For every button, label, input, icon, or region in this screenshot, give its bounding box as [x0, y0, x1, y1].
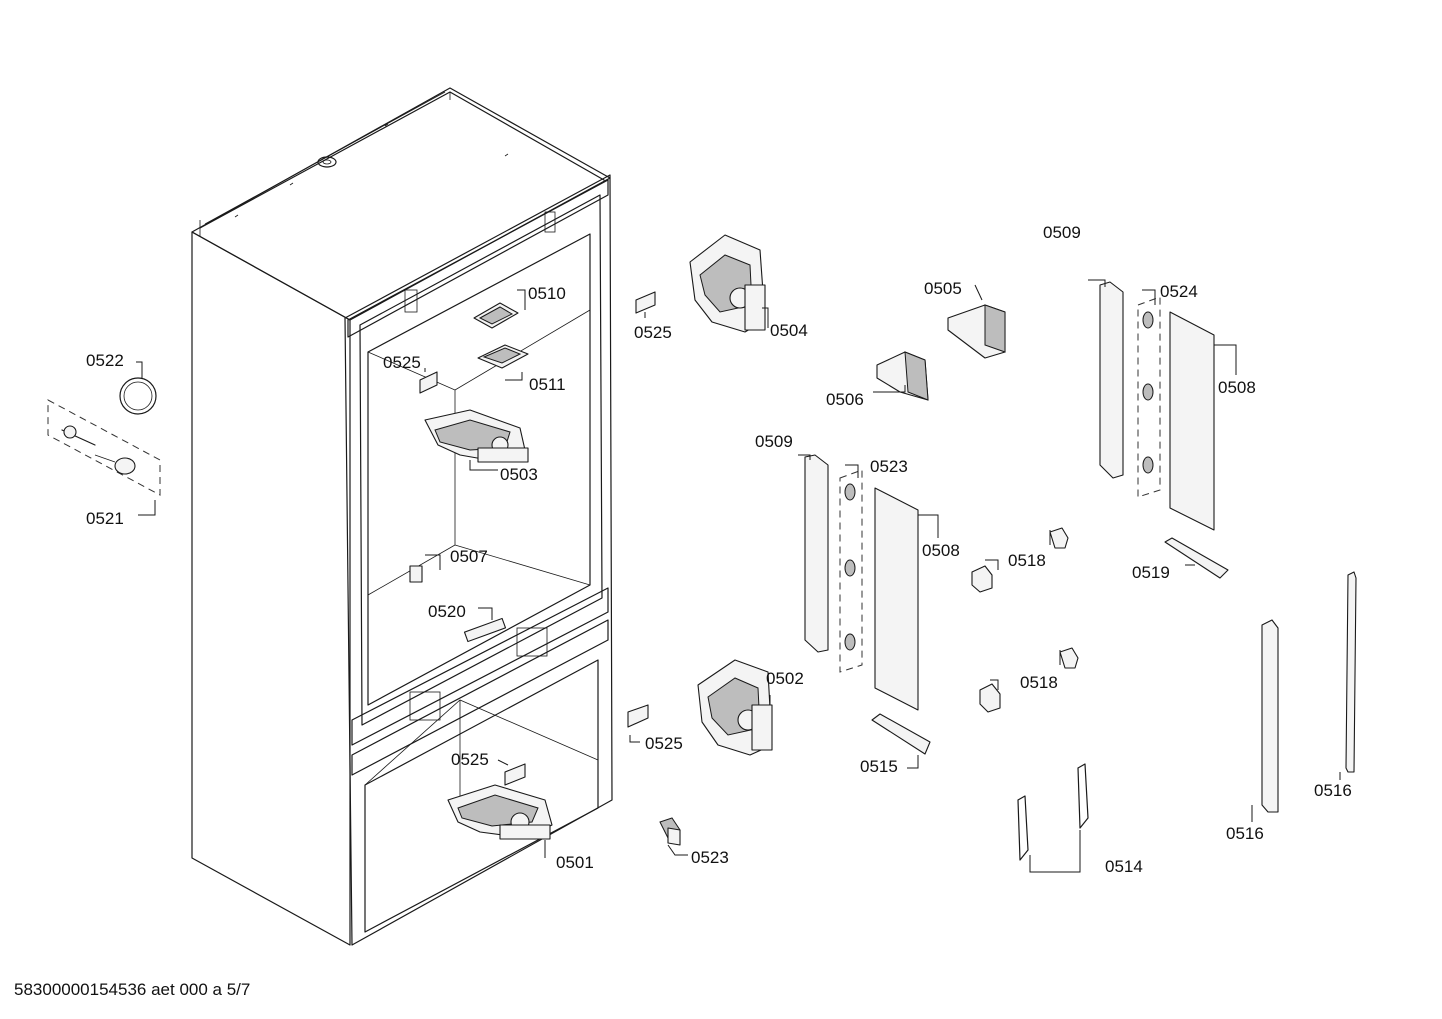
- label-0523-a: 0523: [870, 457, 908, 476]
- label-0516-a: 0516: [1226, 824, 1264, 843]
- label-0522: 0522: [86, 351, 124, 370]
- label-0525-b: 0525: [634, 323, 672, 342]
- hinge-lower-door: [697, 659, 773, 756]
- label-0509-a: 0509: [755, 432, 793, 451]
- label-0519: 0519: [1132, 563, 1170, 582]
- label-0505: 0505: [924, 279, 962, 298]
- hinge-lower-inner: [447, 784, 553, 840]
- hinge-upper-inner: [424, 409, 529, 463]
- label-0520: 0520: [428, 602, 466, 621]
- label-0508-b: 0508: [1218, 378, 1256, 397]
- label-0508-a: 0508: [922, 541, 960, 560]
- door-panels: [804, 281, 1357, 813]
- label-0521: 0521: [86, 509, 124, 528]
- label-0523-b: 0524: [1160, 282, 1198, 301]
- label-0525-c: 0525: [645, 734, 683, 753]
- label-0516-b: 0516: [1314, 781, 1352, 800]
- label-0503: 0503: [500, 465, 538, 484]
- label-0518-a: 0518: [1008, 551, 1046, 570]
- label-0502: 0502: [766, 669, 804, 688]
- document-reference: 58300000154536 aet 000 a 5/7: [14, 980, 251, 999]
- part-labels: 0510 0511 0525 0503 0525 0504 0505 0506 …: [86, 223, 1352, 876]
- label-0525-a: 0525: [383, 353, 421, 372]
- label-0524: 0523: [691, 848, 729, 867]
- label-0501: 0501: [556, 853, 594, 872]
- label-0507: 0507: [450, 547, 488, 566]
- label-0515: 0515: [860, 757, 898, 776]
- refrigerator-cabinet: [191, 87, 613, 946]
- label-0510: 0510: [528, 284, 566, 303]
- label-0504: 0504: [770, 321, 808, 340]
- label-0506: 0506: [826, 390, 864, 409]
- label-0525-d: 0525: [451, 750, 489, 769]
- label-0518-b: 0518: [1020, 673, 1058, 692]
- parts-small: [47, 291, 1229, 861]
- label-0514: 0514: [1105, 857, 1143, 876]
- label-0511: 0511: [529, 375, 566, 394]
- leader-lines: [136, 279, 1341, 873]
- hinge-upper-door: [689, 234, 766, 333]
- label-0509-b: 0509: [1043, 223, 1081, 242]
